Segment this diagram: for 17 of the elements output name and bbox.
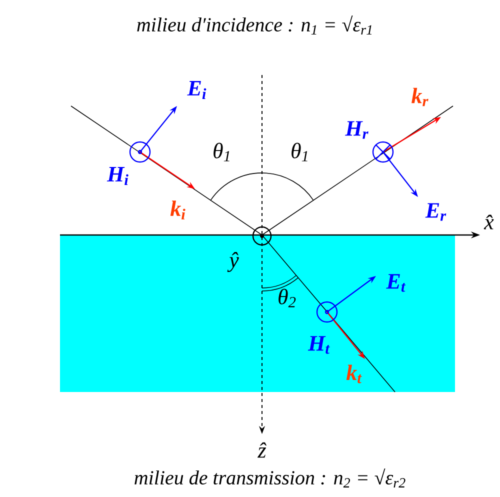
axis-label: H$_{i}$ — [106, 167, 128, 185]
axis-label: E$_{r}$ — [425, 203, 446, 221]
axis-label: ŷ — [227, 252, 239, 272]
axis-label: k$_{t}$ — [346, 364, 362, 384]
axis-label: ẑ — [257, 442, 266, 458]
axis-label: x̂ — [484, 214, 494, 230]
axis-label: H$_{r}$ — [345, 121, 368, 139]
axis-label: k$_{i}$ — [170, 200, 186, 220]
axis-label: θ$_{1}$ — [214, 142, 230, 162]
axis-label: E$_{i}$ — [187, 81, 206, 99]
title: milieu d′incidence : n$_{1}$ = √ε$_{r1}$ — [137, 16, 372, 34]
axis-label: E$_{t}$ — [386, 274, 406, 292]
axis-label: θ$_{1}$ — [292, 142, 308, 162]
axis-label: k$_{r}$ — [412, 88, 428, 106]
caption: milieu de transmission : n$_{2}$ = √ε$_{r2}$ — [134, 468, 406, 488]
axis-label: θ$_{2}$ — [278, 288, 296, 308]
axis-label: H$_{t}$ — [308, 336, 330, 354]
